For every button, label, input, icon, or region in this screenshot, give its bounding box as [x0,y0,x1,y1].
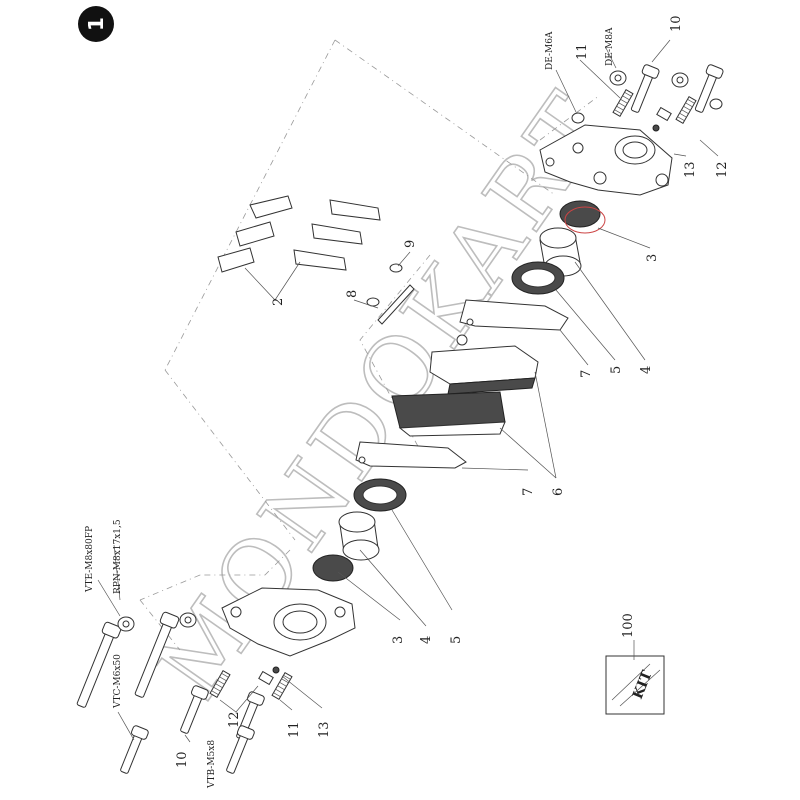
brackets [217,195,381,273]
label-3-right: 3 [645,254,660,262]
part-codes: VTE-M8x80FP RPN-M8x17x1,5 VTC-M6x50 VTB-… [85,27,615,789]
label-6: 6 [551,488,566,496]
pad-spring-plate-left [355,441,467,469]
label-2: 2 [271,298,286,306]
washers-left [117,612,197,632]
seal-ring-right [511,261,565,295]
code-de8: DE-M8A [605,27,615,66]
label-13-right: 13 [683,161,698,178]
label-10-right: 10 [669,15,684,32]
brake-pad-left [391,391,506,437]
springs-left [209,670,293,700]
bolts-right [630,64,724,113]
figure-number: 1 [84,17,108,31]
springs-right [612,89,697,124]
code-de6: DE-M6A [545,31,555,70]
label-11-right: 11 [575,43,590,60]
piston-left [338,511,380,561]
label-4-right: 4 [639,366,654,374]
figure-number-badge: 1 [78,6,114,42]
rubber-cap-left [312,554,354,582]
label-10-left: 10 [175,751,190,768]
leader-lines [97,39,719,743]
pad-pin [377,284,415,325]
rubber-cap-right [559,200,606,234]
caliper-half-left [221,587,356,657]
pad-spring-plate-right [459,299,569,331]
code-vtb: VTB-M5x8 [207,740,217,789]
label-7-right: 7 [579,370,594,378]
caliper-half-right [539,124,673,196]
seal-ring-left [353,478,407,512]
pin-clip-top [389,263,403,273]
label-12-left: 12 [227,711,242,728]
bleed-screw-left [258,666,280,686]
kit-box: KIT [605,655,665,715]
label-100: 100 [621,613,636,638]
part-labels: 2 3 3 4 4 5 5 6 7 7 8 9 10 10 11 11 12 1… [175,15,730,768]
label-7-left: 7 [521,488,536,496]
bolts-left-long [76,611,180,708]
code-vtc: VTC-M6x50 [113,654,123,709]
code-rpn: RPN-M8x17x1,5 [113,519,123,594]
washers-right [571,70,723,124]
label-5-right: 5 [609,366,624,374]
code-vte: VTE-M8x80FP [85,526,95,593]
bolts-left-short [120,685,265,774]
bleed-screw-right [652,106,672,132]
label-12-right: 12 [715,161,730,178]
label-11-left: 11 [287,721,302,738]
label-8: 8 [345,290,360,298]
label-5-left: 5 [449,636,464,644]
label-3-left: 3 [391,636,406,644]
label-13-left: 13 [317,721,332,738]
brake-pad-right [429,334,539,395]
label-9: 9 [403,240,418,248]
label-4-left: 4 [419,636,434,644]
